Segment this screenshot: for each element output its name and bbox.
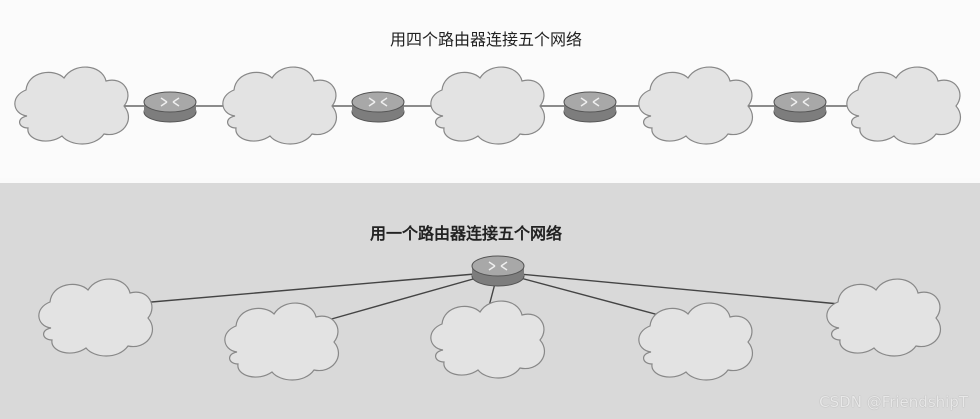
top-network-cloud-1 bbox=[14, 66, 130, 145]
bottom-network-cloud-5 bbox=[826, 278, 942, 357]
bottom-diagram-title: 用一个路由器连接五个网络 bbox=[370, 224, 563, 243]
top-router-4 bbox=[773, 91, 827, 123]
top-router-2 bbox=[351, 91, 405, 123]
top-router-1 bbox=[143, 91, 197, 123]
top-network-cloud-4 bbox=[638, 66, 754, 145]
bottom-network-cloud-4 bbox=[638, 302, 754, 381]
bottom-network-cloud-1 bbox=[38, 278, 154, 357]
bottom-network-cloud-2 bbox=[224, 302, 340, 381]
bottom-central-router bbox=[471, 255, 525, 287]
top-network-cloud-2 bbox=[222, 66, 338, 145]
bottom-network-cloud-3 bbox=[430, 300, 546, 379]
top-router-3 bbox=[563, 91, 617, 123]
watermark: CSDN @FriendshipT bbox=[819, 393, 968, 411]
top-network-cloud-5 bbox=[846, 66, 962, 145]
top-network-cloud-3 bbox=[430, 66, 546, 145]
top-diagram-title: 用四个路由器连接五个网络 bbox=[390, 30, 583, 49]
